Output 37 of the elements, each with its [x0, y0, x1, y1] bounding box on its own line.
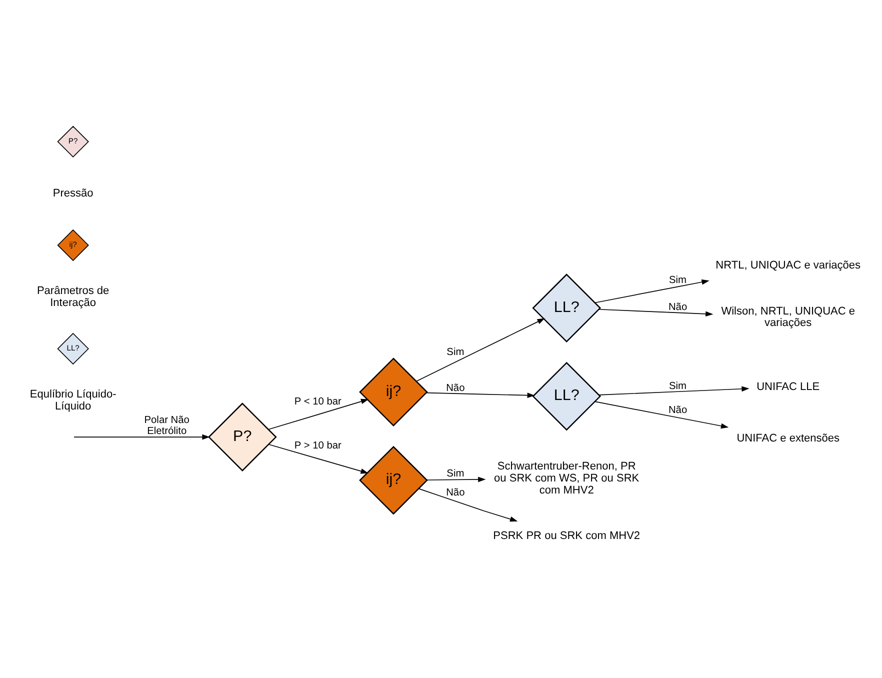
arrow	[74, 434, 210, 440]
edge-label: Não	[668, 302, 688, 314]
label: P?	[68, 136, 78, 146]
edge-label: Polar Não Eletrólito	[144, 415, 190, 438]
arrow	[418, 488, 518, 522]
arrow	[268, 444, 368, 474]
node-text: UNIFAC LLE	[756, 380, 820, 393]
node-diamond: P?	[208, 402, 277, 472]
arrow	[594, 401, 729, 429]
legend-label: Equlíbrio Líquido-Líquido	[30, 388, 116, 412]
edge-label: Não	[446, 382, 465, 394]
node-text: NRTL, UNIQUAC e variações	[716, 259, 861, 272]
node-text: Wilson, NRTL, UNIQUAC e variações	[721, 305, 856, 330]
arrow	[598, 386, 750, 396]
arrow	[426, 392, 535, 398]
edge-label: Sim	[669, 381, 687, 392]
label: ij?	[69, 240, 77, 250]
node-diamond: LL?	[532, 362, 602, 431]
arrow	[268, 398, 369, 430]
edge-label: Sim	[446, 347, 464, 358]
legend-label: Parâmetros de Interação	[36, 284, 110, 309]
node-text: UNIFAC e extensões	[736, 432, 840, 445]
label: LL?	[66, 344, 80, 353]
node-text: PSRK PR ou SRK com MHV2	[493, 530, 640, 542]
arrow	[426, 476, 486, 482]
edge-label: Não	[668, 404, 688, 416]
legend-label: Pressão	[52, 187, 94, 200]
edge-label: P > 10 bar	[294, 440, 342, 452]
arrow	[416, 318, 545, 382]
edge-label: Não	[446, 487, 465, 498]
node-diamond: LL?	[532, 274, 602, 342]
arrow	[594, 279, 710, 304]
edge-label: Sim	[446, 468, 464, 480]
arrow	[598, 308, 714, 317]
edge-label: Sim	[669, 275, 687, 286]
node-text: Schwartentruber-Renon, PR ou SRK com WS, PR ou SRK com MHV2	[494, 460, 640, 496]
edge-label: P < 10 bar	[294, 396, 342, 408]
